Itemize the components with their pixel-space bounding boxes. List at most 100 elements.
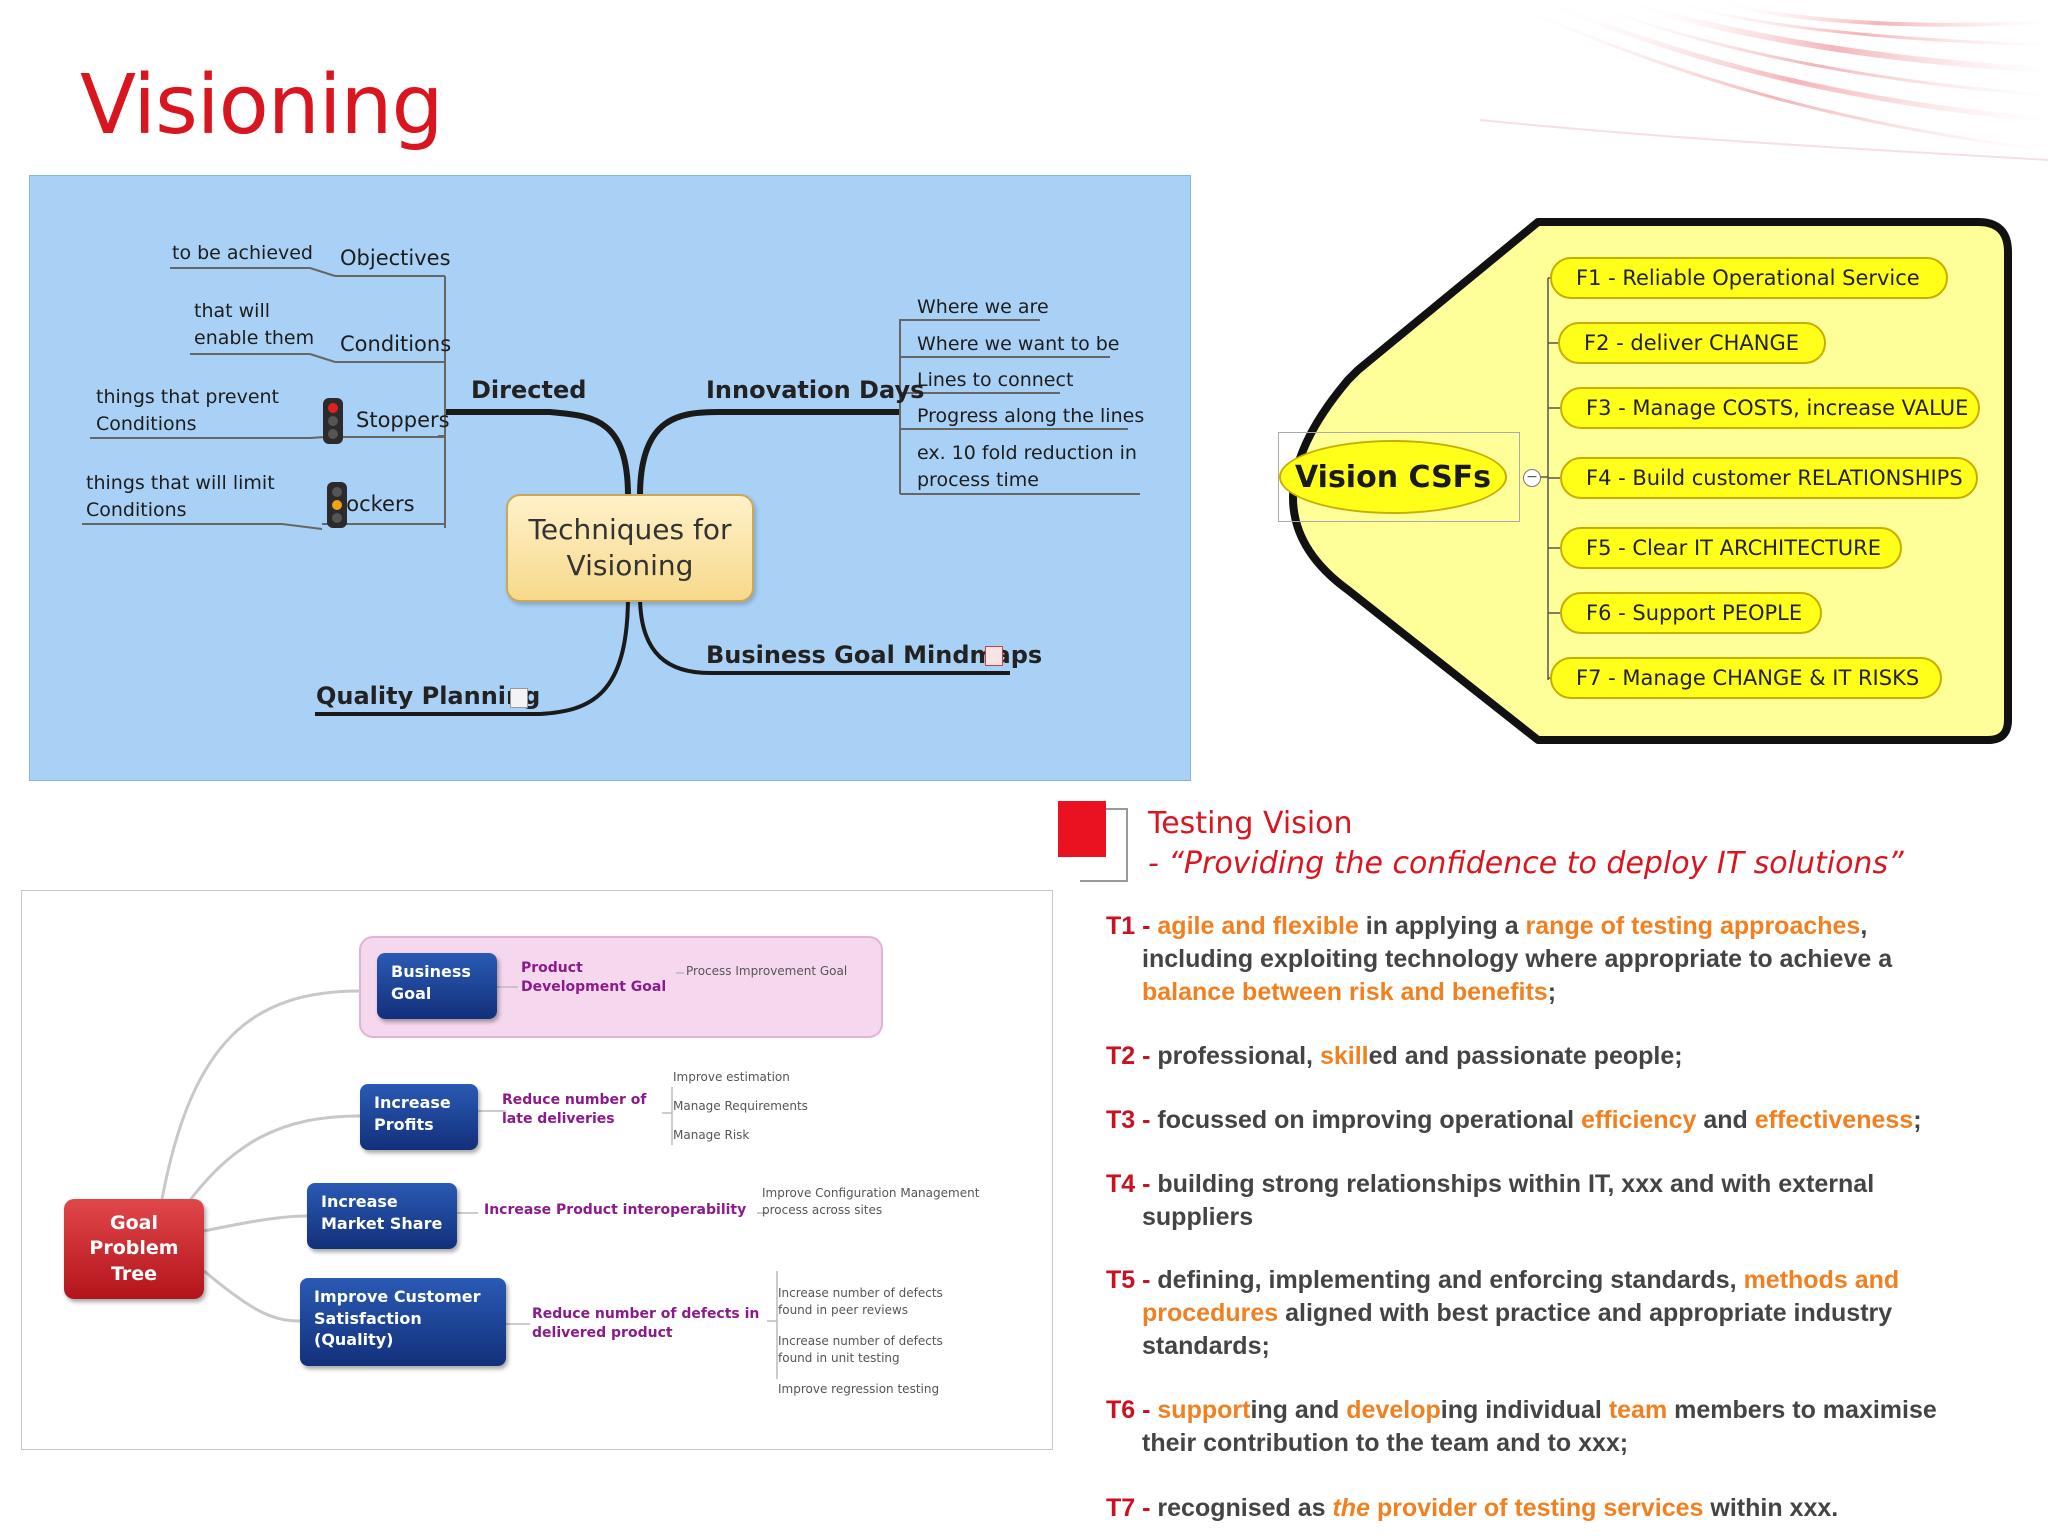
innovation-leaf: Where we want to be (917, 333, 1120, 355)
item-text: defining, implementing and enforcing sta… (1157, 1266, 1744, 1294)
item-highlight: balance between risk and benefits (1142, 978, 1548, 1006)
item-label: T2 - (1106, 1042, 1158, 1070)
item-text: ed and passionate people; (1368, 1042, 1683, 1070)
objectives-note: to be achieved (172, 242, 313, 264)
item-highlight: team (1608, 1396, 1668, 1424)
conditions-label: Conditions (340, 332, 452, 356)
item-text: aligned with best practice and appropria… (1278, 1299, 1893, 1327)
csf-item: F2 - deliver CHANGE (1558, 322, 1826, 364)
item-highlight: agile and flexible (1157, 912, 1359, 940)
traffic-light-amber-icon (327, 482, 347, 528)
innovation-leaf: Progress along the lines (917, 405, 1145, 427)
testing-vision-item: T2 - professional, skilled and passionat… (1106, 1040, 2026, 1073)
innovation-days-label: Innovation Days (706, 376, 925, 404)
item-text: their contribution to the team and to xx… (1142, 1429, 1629, 1457)
item-text: in applying a (1358, 912, 1526, 940)
item-text: members to maximise (1667, 1396, 1937, 1424)
directed-label: Directed (471, 376, 587, 404)
goal-leaf: Process Improvement Goal (686, 964, 848, 978)
innovation-leaf: ex. 10 fold reduction in (917, 442, 1137, 464)
csf-item: F6 - Support PEOPLE (1560, 592, 1822, 634)
stoppers-label: Stoppers (356, 408, 450, 432)
goal-leaf: Manage Requirements (673, 1099, 808, 1113)
note-icon (985, 646, 1003, 666)
note-icon (510, 688, 528, 708)
quality-planning-label: Quality Planning (316, 682, 541, 710)
item-text: including exploiting technology where ap… (1142, 945, 1893, 973)
item-text: ing individual (1440, 1396, 1609, 1424)
item-highlight: skill (1319, 1042, 1369, 1070)
corner-swoosh-decoration (1380, 0, 2048, 170)
csf-item: F3 - Manage COSTS, increase VALUE (1560, 387, 1980, 429)
vision-csf-panel: Vision CSFs − F1 - Reliable Operational … (1238, 210, 2018, 750)
item-text: focussed on improving operational (1157, 1106, 1582, 1134)
red-square-bullet (1058, 801, 1106, 857)
item-text: ing and (1250, 1396, 1347, 1424)
item-text: ; (1547, 978, 1557, 1006)
item-label: T6 - (1106, 1396, 1158, 1424)
innovation-leaf: Lines to connect (917, 369, 1074, 391)
item-text: recognised as (1157, 1494, 1333, 1522)
item-highlight: procedures (1142, 1299, 1279, 1327)
csf-item: F1 - Reliable Operational Service (1550, 257, 1948, 299)
goal-leaf: Improve estimation (673, 1070, 790, 1084)
goal-sub: Increase Product interoperability (484, 1202, 747, 1218)
item-text: within xxx. (1703, 1494, 1839, 1522)
item-label: T1 - (1106, 912, 1158, 940)
collapse-toggle-icon[interactable]: − (1523, 469, 1541, 487)
item-label: T3 - (1106, 1106, 1158, 1134)
item-text: and (1696, 1106, 1755, 1134)
item-text: professional, (1157, 1042, 1320, 1070)
root-node-frame (1278, 432, 1520, 522)
item-highlight: methods and (1743, 1266, 1900, 1294)
csf-item: F4 - Build customer RELATIONSHIPS (1560, 457, 1978, 499)
slide-title: Visioning (80, 58, 444, 153)
item-text: ; (1913, 1106, 1922, 1134)
item-text: suppliers (1142, 1203, 1254, 1231)
innovation-leaf: Where we are (917, 296, 1049, 318)
item-label: T5 - (1106, 1266, 1158, 1294)
item-highlight: efficiency (1581, 1106, 1697, 1134)
item-highlight: develop (1346, 1396, 1441, 1424)
item-text (1370, 1494, 1377, 1522)
item-text: , (1860, 912, 1868, 940)
item-highlight: provider of testing services (1376, 1494, 1704, 1522)
testing-vision-item: T6 - supporting and developing individua… (1106, 1394, 2026, 1460)
csf-item: F5 - Clear IT ARCHITECTURE (1560, 527, 1902, 569)
testing-vision-subtitle: - “Providing the confidence to deploy IT… (1148, 846, 1904, 881)
item-highlight: support (1157, 1396, 1251, 1424)
item-text: building strong relationships within IT,… (1157, 1170, 1875, 1198)
testing-vision-item: T5 - defining, implementing and enforcin… (1106, 1264, 2026, 1363)
testing-vision-title: Testing Vision (1148, 806, 1353, 841)
item-label: T4 - (1106, 1170, 1158, 1198)
item-label: T7 - (1106, 1494, 1158, 1522)
goal-leaf: Manage Risk (673, 1128, 750, 1142)
item-highlight: the (1332, 1494, 1370, 1522)
objectives-label: Objectives (340, 246, 451, 270)
testing-vision-item: T7 - recognised as the provider of testi… (1106, 1492, 2026, 1525)
goal-leaf: Improve regression testing (778, 1382, 940, 1396)
innovation-leaf: process time (917, 469, 1039, 491)
testing-vision-item: T4 - building strong relationships withi… (1106, 1168, 2026, 1234)
traffic-light-red-icon (323, 398, 343, 444)
item-highlight: effectiveness (1754, 1106, 1914, 1134)
item-text: standards; (1142, 1332, 1270, 1360)
testing-vision-item: T3 - focussed on improving operational e… (1106, 1104, 2026, 1137)
testing-vision-item: T1 - agile and flexible in applying a ra… (1106, 910, 2026, 1009)
